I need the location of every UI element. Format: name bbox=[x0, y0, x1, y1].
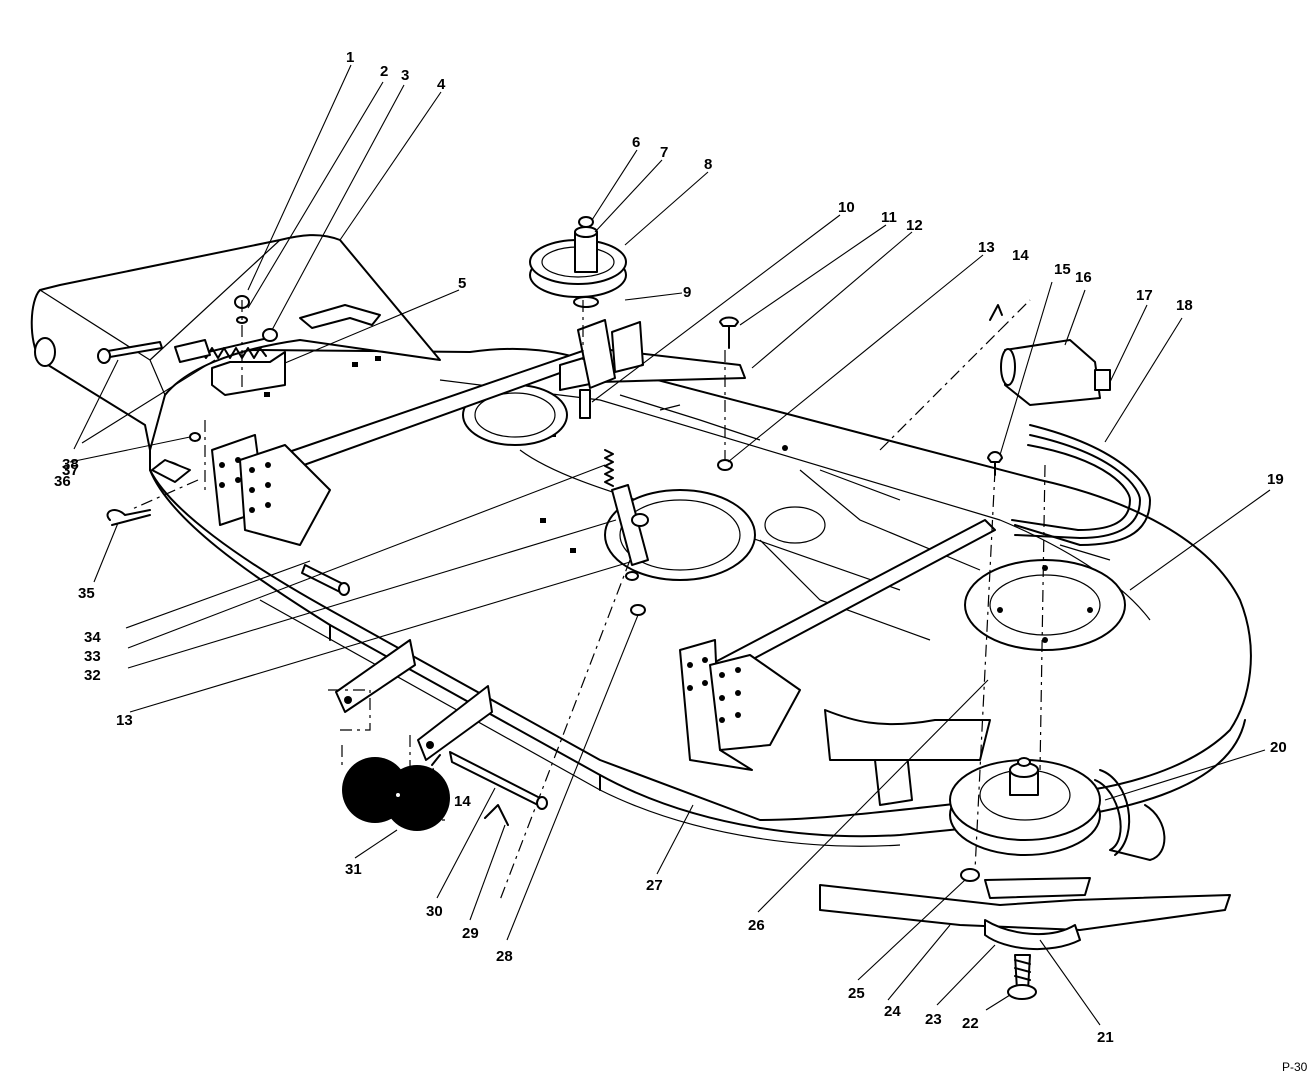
callout-6: 6 bbox=[632, 134, 640, 151]
callout-33: 33 bbox=[84, 648, 101, 665]
spindle-openings bbox=[462, 384, 1126, 651]
callout-5: 5 bbox=[458, 275, 466, 292]
callout-28: 28 bbox=[496, 948, 513, 965]
callout-3: 3 bbox=[401, 67, 409, 84]
callout-17: 17 bbox=[1136, 287, 1153, 304]
callout-35: 35 bbox=[78, 585, 95, 602]
callout-1: 1 bbox=[346, 49, 354, 66]
callout-13-lower: 13 bbox=[116, 712, 133, 729]
callout-24: 24 bbox=[884, 1003, 901, 1020]
callout-8: 8 bbox=[704, 156, 712, 173]
mower-deck-housing bbox=[149, 347, 1252, 847]
callout-23: 23 bbox=[925, 1011, 942, 1028]
hanger-bolt-holes bbox=[219, 457, 741, 723]
callout-22: 22 bbox=[962, 1015, 979, 1032]
callout-38: 38 bbox=[62, 456, 79, 473]
callout-20: 20 bbox=[1270, 739, 1287, 756]
callout-labels: 1 2 3 4 5 6 7 8 9 10 11 12 13 14 15 16 1… bbox=[54, 49, 1308, 1071]
blade-spindle-assembly bbox=[819, 757, 1231, 1000]
spindle-motor-and-belt bbox=[719, 304, 1151, 546]
callout-16: 16 bbox=[1075, 269, 1092, 286]
callout-9: 9 bbox=[683, 284, 691, 301]
callout-37: 37 bbox=[62, 462, 79, 479]
callout-2: 2 bbox=[380, 63, 388, 80]
callout-4: 4 bbox=[437, 76, 446, 93]
callout-13: 13 bbox=[978, 239, 995, 256]
deck-hanger-bars bbox=[211, 344, 996, 771]
callout-32: 32 bbox=[84, 667, 101, 684]
belt-cover-shield bbox=[30, 234, 441, 451]
callout-10: 10 bbox=[838, 199, 855, 216]
callout-27: 27 bbox=[646, 877, 663, 894]
callout-18: 18 bbox=[1176, 297, 1193, 314]
idler-pulley-assembly bbox=[529, 216, 746, 419]
gauge-wheels bbox=[342, 757, 450, 831]
callout-19: 19 bbox=[1267, 471, 1284, 488]
callout-36: 36 bbox=[54, 473, 71, 490]
callout-21: 21 bbox=[1097, 1029, 1114, 1046]
deck-rear-bracket bbox=[824, 709, 991, 806]
callout-34: 34 bbox=[84, 629, 101, 646]
leader-lines bbox=[69, 64, 1271, 1026]
assembly-centerlines bbox=[129, 299, 1046, 901]
gauge-wheel-brackets bbox=[151, 459, 548, 810]
callout-30: 30 bbox=[426, 903, 443, 920]
callout-31: 31 bbox=[345, 861, 362, 878]
callout-14-lower: 14 bbox=[454, 793, 471, 810]
callout-29: 29 bbox=[462, 925, 479, 942]
callout-25: 25 bbox=[848, 985, 865, 1002]
callout-26: 26 bbox=[748, 917, 765, 934]
drawing-code: P-30 bbox=[1282, 1060, 1308, 1071]
callout-12: 12 bbox=[906, 217, 923, 234]
callout-14: 14 bbox=[1012, 247, 1029, 264]
callout-7: 7 bbox=[660, 144, 668, 161]
callout-11: 11 bbox=[881, 209, 897, 226]
callout-15: 15 bbox=[1054, 261, 1071, 278]
